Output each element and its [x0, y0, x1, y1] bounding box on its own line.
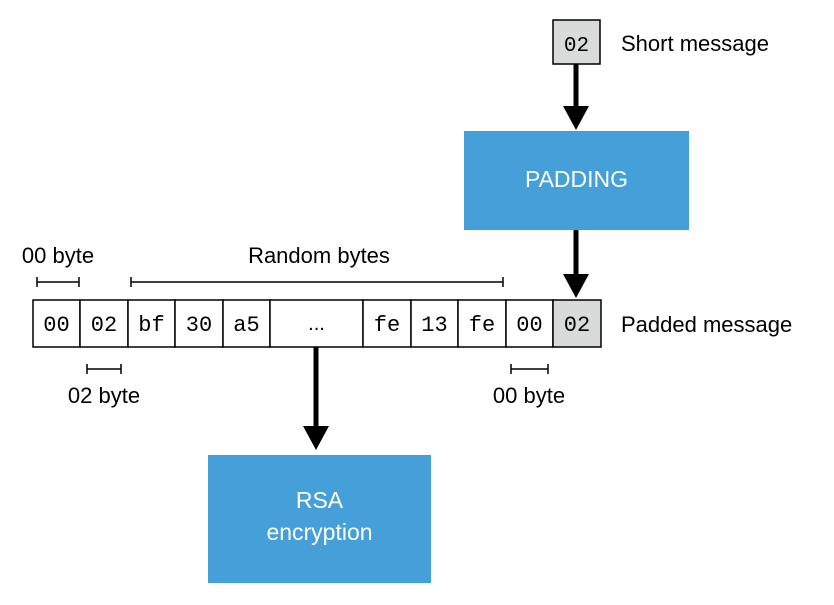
first-00-byte-label: 00 byte	[22, 243, 94, 268]
padded-cell-8-text: fe	[469, 313, 495, 338]
padded-cell-7	[410, 299, 459, 348]
short-message-byte-box	[552, 19, 601, 65]
short-message-label: Short message	[621, 31, 769, 56]
second-02-byte-bracket	[86, 364, 122, 374]
padded-cell-4-text: a5	[233, 313, 259, 338]
random-bytes-bracket	[130, 277, 504, 287]
padded-cell-6-text: fe	[374, 313, 400, 338]
padded-message-label: Padded message	[621, 312, 792, 337]
padded-cell-9	[505, 299, 554, 348]
padded-cell-2	[127, 299, 176, 348]
padded-cell-10	[552, 299, 602, 348]
padded-cell-3	[174, 299, 224, 348]
arrow-to-padding-head	[563, 106, 589, 130]
first-00-byte-bracket	[36, 277, 80, 287]
padded-cell-9-text: 00	[516, 313, 542, 338]
padded-cell-ellipsis	[269, 299, 364, 348]
padded-cell-ellipsis-text: ...	[308, 313, 325, 335]
second-02-byte-label: 02 byte	[68, 383, 140, 408]
padded-cell-10-text: 02	[564, 313, 590, 338]
short-message-byte: 02	[564, 35, 589, 58]
padding-box	[464, 131, 689, 230]
arrow-to-padded-message-head	[563, 274, 589, 298]
random-bytes-label: Random bytes	[248, 243, 390, 268]
padded-message-row: 00 02 bf 30 a5 ... fe 13 fe 00 02	[32, 299, 602, 348]
separator-00-byte-label: 00 byte	[493, 383, 565, 408]
rsa-box-line2: encryption	[266, 519, 372, 545]
padded-cell-2-text: bf	[138, 313, 164, 338]
padded-cell-0	[32, 299, 81, 348]
padded-cell-3-text: 30	[186, 313, 212, 338]
padded-cell-7-text: 13	[421, 313, 447, 338]
rsa-encryption-box	[208, 455, 431, 583]
padded-cell-0-text: 00	[43, 313, 69, 338]
padded-cell-1-text: 02	[91, 313, 117, 338]
rsa-box-line1: RSA	[296, 487, 344, 513]
arrow-to-rsa-head	[303, 426, 329, 450]
separator-00-byte-bracket	[510, 364, 549, 374]
padded-cell-4	[222, 299, 271, 348]
padding-box-label: PADDING	[525, 166, 628, 192]
